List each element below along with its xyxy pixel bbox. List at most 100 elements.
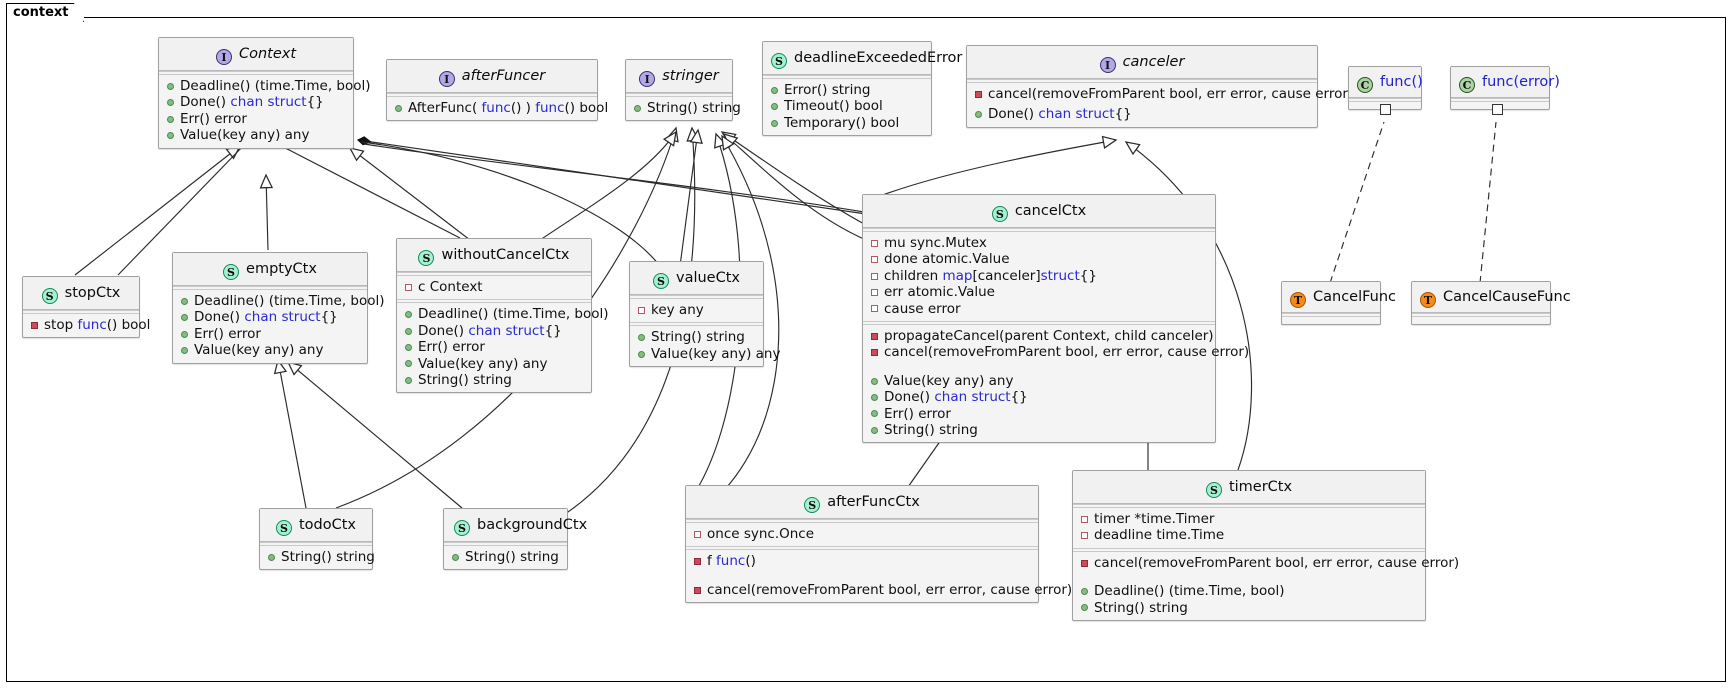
member-row: Value(key any) any	[638, 346, 780, 362]
methods-compartment: String() string	[444, 546, 567, 569]
member-label: Done() chan struct{}	[180, 94, 324, 111]
methods-compartment: Deadline() (time.Time, bool) Done() chan…	[159, 75, 371, 148]
methods-compartment: Done() chan struct{}	[967, 106, 1317, 126]
member-row: Value(key any) any	[405, 356, 583, 372]
member-row: f func()	[694, 553, 1030, 569]
member-label: deadline time.Time	[1094, 527, 1225, 544]
private-method-marker-icon	[694, 558, 701, 566]
private-method-marker-icon	[1081, 559, 1088, 567]
public-marker-icon	[871, 393, 878, 401]
class-name: valueCtx	[676, 270, 740, 286]
private-field-marker-icon	[694, 530, 701, 538]
member-row: String() string	[871, 422, 1207, 438]
member-label: Deadline() (time.Time, bool)	[194, 293, 385, 309]
type-stereotype-icon: T	[1290, 292, 1306, 308]
member-label: Deadline() (time.Time, bool)	[1094, 583, 1285, 600]
public-marker-icon	[638, 350, 645, 358]
member-label: c Context	[418, 279, 483, 295]
class-name: stringer	[662, 68, 719, 84]
member-label: cancel(removeFromParent bool, err error,…	[1094, 554, 1460, 571]
package-frame	[6, 17, 1726, 682]
public-marker-icon	[405, 327, 412, 335]
member-row: Value(key any) any	[167, 127, 345, 143]
member-label: String() string	[418, 372, 512, 389]
public-marker-icon	[181, 297, 188, 305]
member-row: Deadline() (time.Time, bool)	[181, 293, 385, 309]
private-field-marker-icon	[871, 239, 878, 247]
methods-compartment: Deadline() (time.Time, bool) Done() chan…	[397, 303, 609, 392]
member-label: stop func() bool	[44, 317, 151, 333]
public-marker-icon	[181, 346, 188, 354]
member-label: Deadline() (time.Time, bool)	[180, 78, 371, 94]
member-label: cause error	[884, 300, 961, 317]
public-marker-icon	[405, 311, 412, 319]
struct-stereotype-icon: S	[1205, 482, 1222, 498]
member-label: String() string	[281, 549, 375, 565]
interface-stereotype-icon: I	[215, 49, 232, 65]
member-row: Done() chan struct{}	[871, 389, 1207, 405]
member-row: Temporary() bool	[771, 115, 923, 131]
class-name: afterFuncCtx	[827, 494, 920, 510]
struct-stereotype-icon: S	[653, 273, 669, 289]
private-method-marker-icon	[975, 90, 982, 98]
package-name: context	[13, 5, 69, 20]
public-marker-icon	[871, 410, 878, 418]
class-name: CancelCauseFunc	[1443, 289, 1571, 305]
member-label: String() string	[465, 549, 559, 565]
private-field-marker-icon	[405, 283, 412, 291]
fields-compartment: once sync.Once	[686, 523, 1038, 546]
fields-compartment: key any	[630, 299, 763, 322]
member-label: Done() chan struct{}	[418, 322, 562, 339]
member-label: done atomic.Value	[884, 251, 1010, 268]
methods-compartment: Deadline() (time.Time, bool) Done() chan…	[173, 290, 385, 363]
class-name: func(error)	[1482, 74, 1560, 90]
member-row: deadline time.Time	[1081, 527, 1417, 543]
public-marker-icon	[167, 82, 174, 90]
member-row: Deadline() (time.Time, bool)	[1081, 583, 1417, 599]
public-marker-icon	[771, 103, 778, 111]
private-field-marker-icon	[871, 256, 878, 264]
fields-compartment: timer *time.Timer deadline time.Time	[1073, 508, 1425, 548]
member-label: Err() error	[884, 405, 951, 422]
member-row: String() string	[268, 549, 375, 565]
member-label: String() string	[1094, 599, 1188, 616]
private-methods-compartment: cancel(removeFromParent bool, err error,…	[1073, 552, 1459, 575]
public-marker-icon	[181, 314, 188, 322]
fields-compartment: stop func() bool	[23, 314, 150, 337]
member-row: Done() chan struct{}	[405, 323, 583, 339]
member-label: f func()	[707, 553, 756, 570]
member-label: Deadline() (time.Time, bool)	[418, 306, 609, 323]
member-label: String() string	[647, 100, 741, 116]
public-marker-icon	[871, 377, 878, 385]
public-marker-icon	[638, 334, 645, 342]
private-field-marker-icon	[871, 272, 878, 280]
struct-stereotype-icon: S	[41, 288, 58, 304]
private-method-marker-icon	[31, 321, 38, 329]
member-row: Deadline() (time.Time, bool)	[167, 78, 371, 94]
struct-stereotype-icon: S	[418, 250, 435, 266]
member-row: Done() chan struct{}	[167, 94, 345, 110]
member-row: err atomic.Value	[871, 284, 1207, 300]
